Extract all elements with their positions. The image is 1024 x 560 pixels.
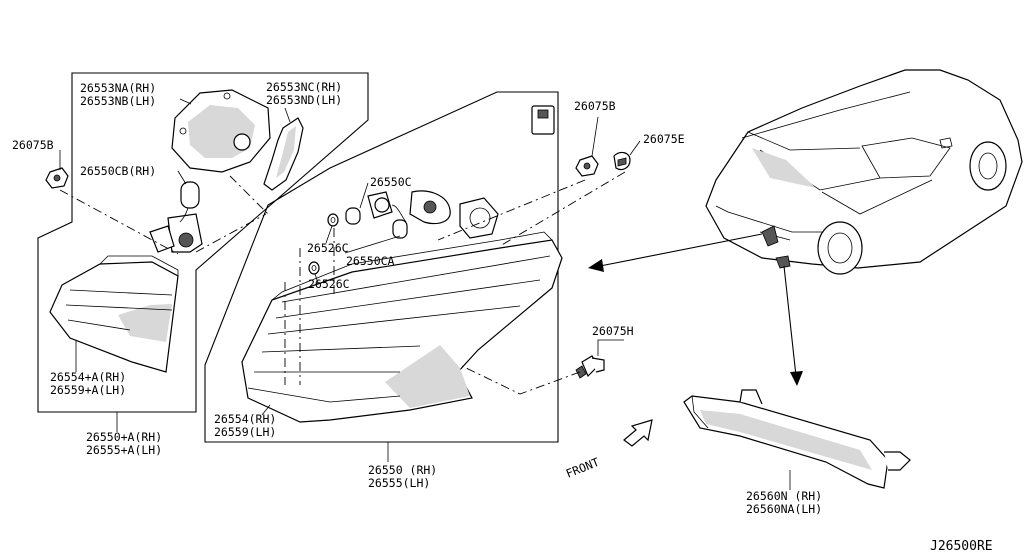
wiring-harness (410, 105, 555, 196)
front-label: FRONT (564, 455, 601, 481)
leader-lines (59, 98, 791, 490)
nut-top (575, 155, 599, 177)
label-26075e: 26075E (643, 132, 685, 146)
label-26526c-b: 26526C (308, 277, 350, 291)
label-26554: 26554(RH) 26559(LH) (214, 412, 283, 439)
label-26550cb: 26550CB(RH) (80, 164, 156, 178)
washer-b (308, 261, 320, 275)
label-26526c-a: 26526C (307, 241, 349, 255)
outer-lamp-group-box (204, 91, 559, 443)
inner-lamp (49, 255, 179, 373)
socket-gasket (171, 89, 271, 173)
label-26550c: 26550C (370, 175, 412, 189)
bracket (263, 117, 304, 191)
label-26550a: 26550+A(RH) 26555+A(LH) (86, 430, 169, 457)
inner-lamp-group-box (37, 72, 369, 413)
label-26075b-top: 26075B (574, 99, 616, 113)
rear-combination-lamp (241, 231, 563, 423)
washer-a (327, 213, 339, 227)
label-26553na: 26553NA(RH) 26553NB(LH) (80, 81, 163, 108)
bumper-reflector (683, 389, 911, 489)
screw-26075h (575, 355, 605, 379)
label-26553nc: 26553NC(RH) 26553ND(LH) (266, 80, 349, 107)
clip-26075e (613, 151, 631, 171)
label-26075h: 26075H (592, 324, 634, 338)
label-26550: 26550 (RH) 26555(LH) (368, 463, 444, 490)
label-26560n: 26560N (RH) 26560NA(LH) (746, 489, 829, 516)
label-26554a: 26554+A(RH) 26559+A(LH) (50, 370, 133, 397)
bulb-socket-inner (149, 181, 203, 253)
nut-left (45, 167, 69, 189)
pointer-arrows (588, 233, 803, 386)
bulb-main-lower (392, 219, 408, 239)
diagram-code: J26500RE (930, 539, 993, 554)
label-26550ca: 26550CA (346, 254, 395, 268)
assembly-lines (59, 171, 626, 395)
bulb-socket-main (345, 190, 499, 239)
car-illustration (705, 69, 1023, 275)
front-direction-arrow (623, 419, 653, 447)
label-26075b-left: 26075B (12, 138, 54, 152)
